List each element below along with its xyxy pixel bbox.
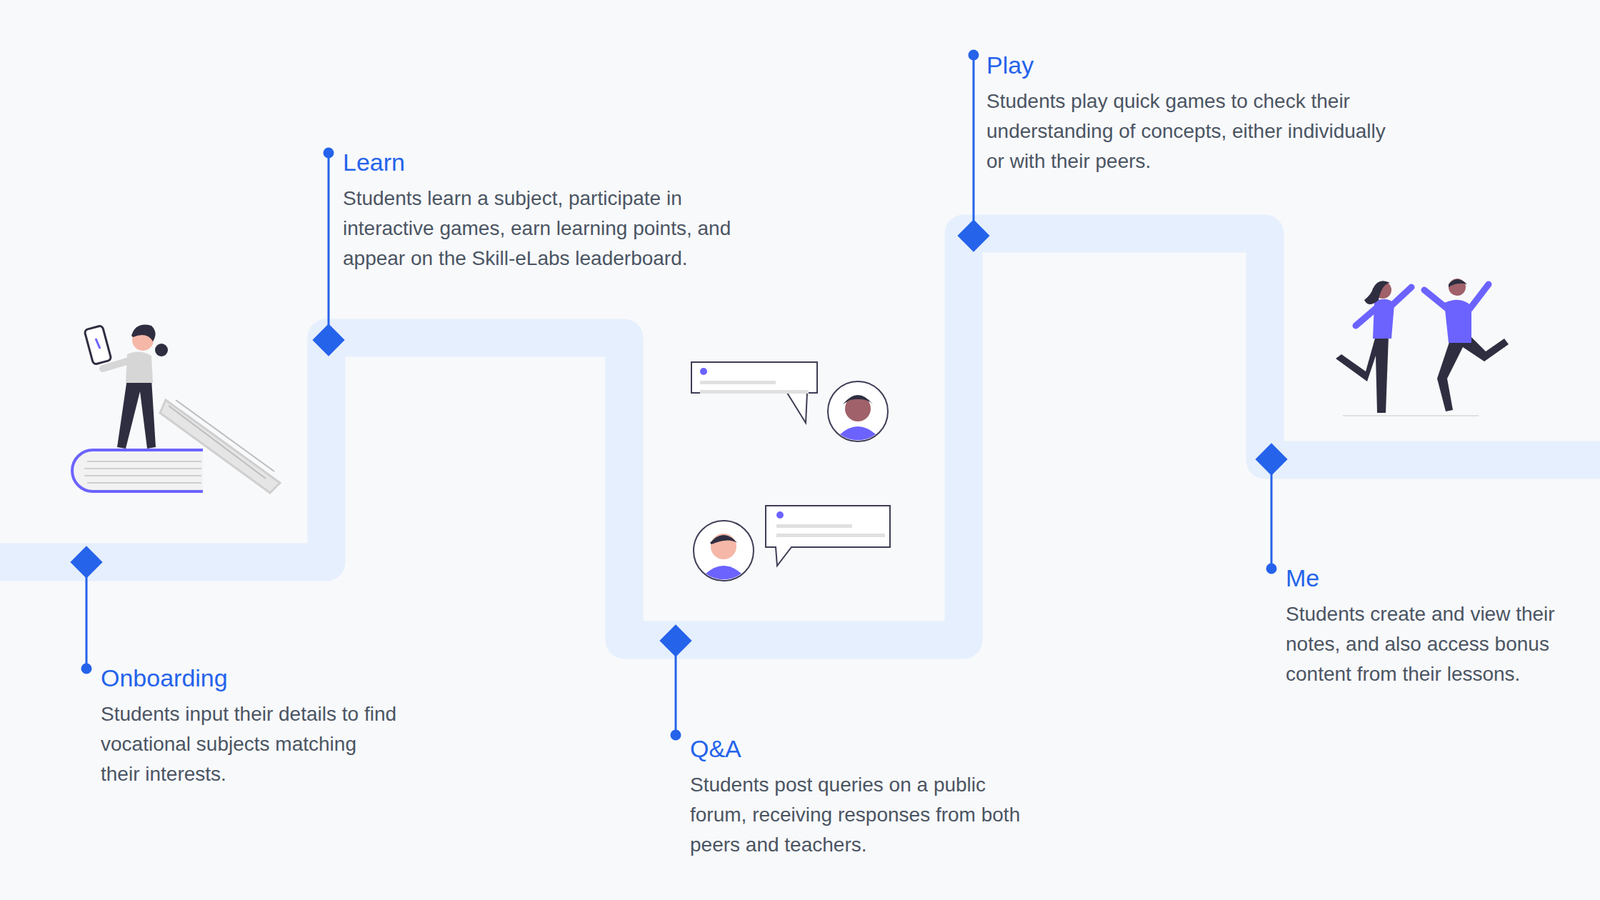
- step-heading: Onboarding: [100, 663, 228, 693]
- reader-figure: [72, 325, 280, 493]
- step-heading: Q&A: [690, 734, 742, 763]
- step-heading: Learn: [342, 147, 405, 177]
- step-description: Students input their details to find voc…: [100, 699, 401, 790]
- step-description: Students post queries on a public forum,…: [690, 770, 1026, 860]
- roadmap-band: [0, 233, 1600, 640]
- step-heading: Me: [1285, 563, 1320, 593]
- milestone-diamonds: [70, 219, 1288, 657]
- chat-illustration: [691, 362, 890, 581]
- step-description: Students play quick games to check their…: [986, 86, 1387, 177]
- celebration-figures: [1335, 278, 1509, 416]
- step-description: Students create and view their notes, an…: [1285, 599, 1565, 690]
- step-description: Students learn a subject, participate in…: [342, 183, 772, 274]
- step-heading: Play: [986, 50, 1034, 80]
